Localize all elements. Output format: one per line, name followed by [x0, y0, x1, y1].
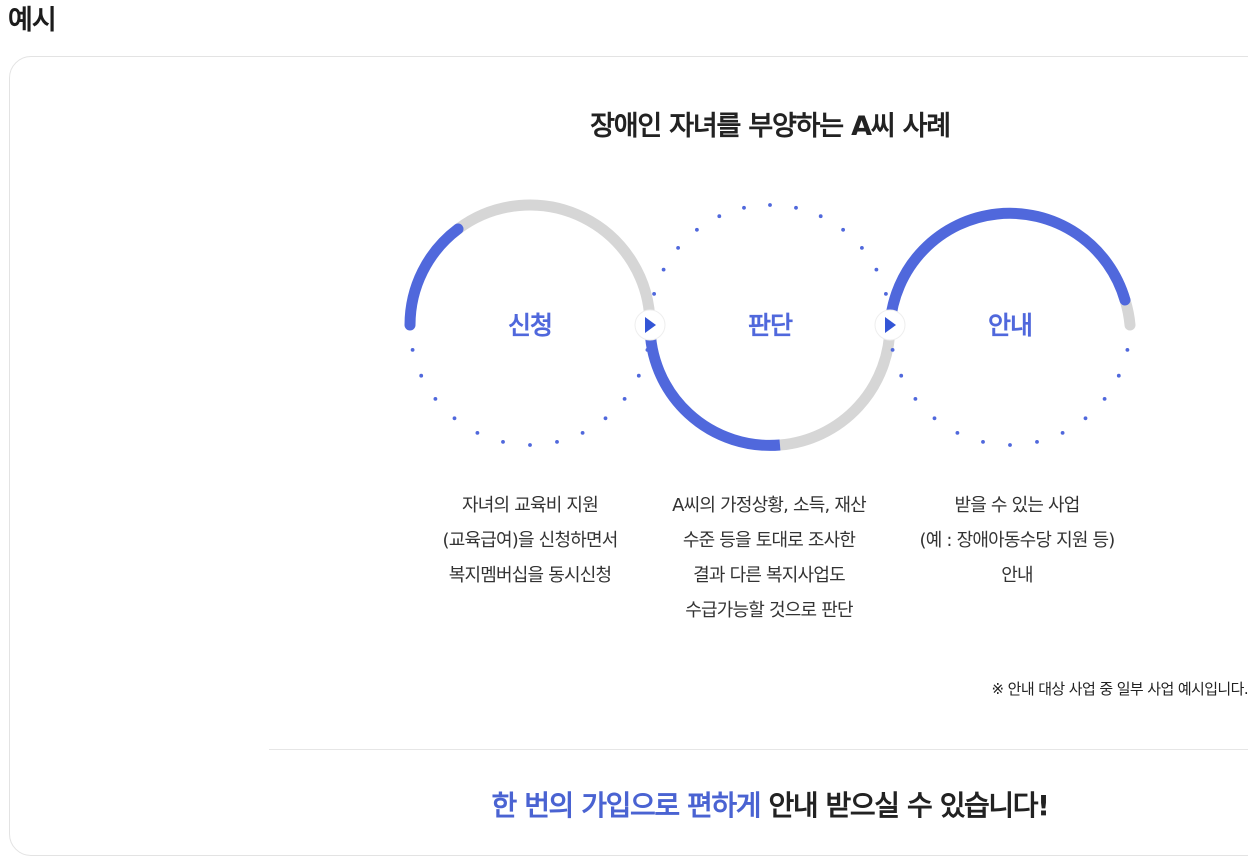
- step-description-guide: 받을 수 있는 사업 (예 : 장애아동수당 지원 등) 안내: [897, 488, 1137, 593]
- dot: [433, 397, 438, 401]
- step-label-apply: 신청: [508, 311, 552, 340]
- dot: [1083, 416, 1088, 421]
- bottom-message-highlight: 한 번의 가입으로 편하게: [491, 789, 761, 822]
- ring-accent-apply: [404, 223, 464, 331]
- dot: [1116, 373, 1121, 378]
- dot: [913, 397, 918, 401]
- dot: [932, 416, 937, 421]
- dot: [884, 292, 888, 296]
- example-card: [9, 56, 1248, 856]
- dot: [452, 416, 457, 421]
- description-line: (예 : 장애아동수당 지원 등): [919, 530, 1116, 551]
- description-line: 복지멤버십을 동시신청: [448, 565, 612, 586]
- dot: [501, 440, 505, 444]
- divider: [269, 749, 1248, 750]
- step-circle-judge: 판단: [644, 203, 896, 451]
- step-circle-apply: 신청: [404, 199, 656, 447]
- dot: [622, 397, 627, 401]
- bottom-message: 한 번의 가입으로 편하게 안내 받으실 수 있습니다!: [420, 784, 1120, 824]
- dot: [860, 246, 864, 250]
- dot: [661, 267, 666, 272]
- dot: [874, 267, 879, 272]
- ring-accent-guide: [884, 207, 1131, 331]
- dot: [580, 431, 585, 435]
- description-line: 안내: [1001, 565, 1033, 586]
- ring-gray-apply: [454, 199, 656, 326]
- dot: [603, 416, 608, 421]
- description-line: 받을 수 있는 사업: [954, 495, 1080, 516]
- dot: [676, 246, 680, 250]
- step-description-judge: A씨의 가정상황, 소득, 재산 수준 등을 토대로 조사한 결과 다른 복지사…: [649, 488, 889, 628]
- dot: [955, 431, 960, 435]
- dot: [555, 440, 559, 444]
- dot: [419, 373, 424, 378]
- case-title: 장애인 자녀를 부양하는 A씨 사례: [590, 111, 951, 142]
- dotted-arc-judge: [652, 203, 888, 296]
- bottom-message-rest: 안내 받으실 수 있습니다!: [760, 789, 1049, 822]
- description-line: 자녀의 교육비 지원: [462, 495, 599, 516]
- arrow-right-icon: [874, 309, 906, 341]
- dot: [1102, 397, 1107, 401]
- dot: [890, 348, 895, 352]
- description-line: 수준 등을 토대로 조사한: [682, 530, 856, 551]
- dot: [1125, 348, 1130, 352]
- dot: [794, 205, 798, 210]
- dot: [818, 214, 823, 219]
- step-description-apply: 자녀의 교육비 지원 (교육급여)을 신청하면서 복지멤버십을 동시신청: [410, 488, 650, 593]
- dot: [717, 214, 722, 219]
- dot: [1035, 440, 1039, 444]
- dot: [841, 227, 845, 232]
- dot: [410, 348, 415, 352]
- step-circle-guide: 안내: [884, 207, 1136, 447]
- dotted-arc-guide: [890, 348, 1130, 447]
- footnote: ※ 안내 대상 사업 중 일부 사업 예시입니다.: [991, 680, 1248, 698]
- ring-accent-judge: [644, 324, 781, 451]
- dot: [899, 373, 904, 378]
- step-label-judge: 판단: [748, 311, 793, 340]
- dot: [695, 227, 699, 232]
- arrow-right-icon: [634, 309, 666, 341]
- description-line: A씨의 가정상황, 소득, 재산: [672, 495, 867, 516]
- description-line: (교육급여)을 신청하면서: [442, 530, 619, 551]
- step-label-guide: 안내: [988, 311, 1032, 340]
- dot: [528, 443, 532, 447]
- dot: [1008, 443, 1012, 447]
- dot: [1060, 431, 1065, 435]
- description-line: 수급가능할 것으로 판단: [685, 600, 853, 621]
- description-line: 결과 다른 복지사업도: [693, 565, 845, 586]
- dot: [652, 292, 656, 296]
- process-diagram: 신청 판단 안내: [404, 199, 1136, 451]
- dot: [981, 440, 985, 444]
- dot: [742, 205, 746, 210]
- dotted-arc-apply: [410, 348, 650, 447]
- dot: [768, 203, 772, 207]
- dot: [475, 431, 480, 435]
- section-heading: 예시: [8, 5, 57, 36]
- dot: [636, 373, 641, 378]
- ring-gray-judge: [779, 324, 896, 451]
